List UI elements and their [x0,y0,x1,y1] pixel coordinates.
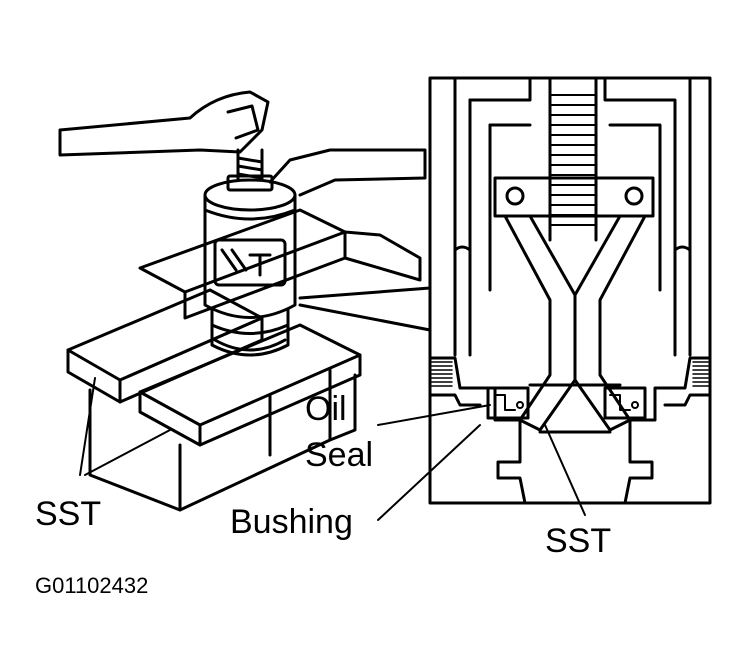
left-support-blocks [66,208,422,512]
leader-lines [79,377,586,521]
wrench-icon [58,90,427,197]
callout-lines [298,286,432,332]
figure-id: G01102432 [35,573,148,598]
label-sst-left: SST [35,495,101,533]
label-sst-right: SST [545,522,611,560]
inset-detail [428,76,712,505]
cylinder-part [203,178,297,357]
label-seal: Seal [305,436,373,474]
label-bushing: Bushing [230,503,353,541]
label-oil: Oil [305,390,347,428]
